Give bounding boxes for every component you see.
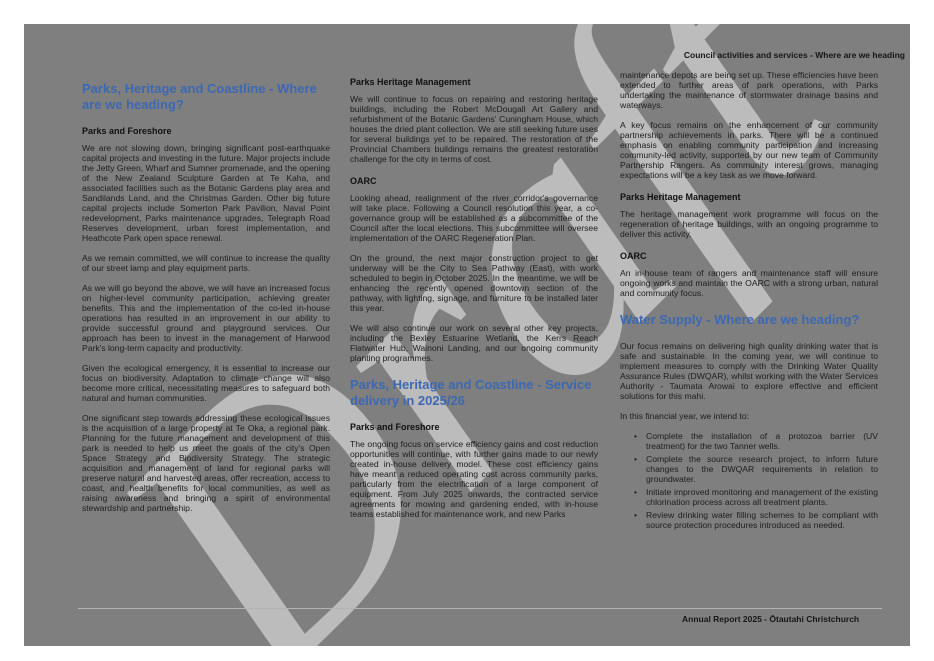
paragraph: An in-house team of rangers and maintena… xyxy=(620,268,878,298)
paragraph: We are not slowing down, bringing signif… xyxy=(82,143,330,243)
paragraph: On the ground, the next major constructi… xyxy=(350,253,598,313)
subheading: Parks Heritage Management xyxy=(350,77,471,87)
subheading: OARC xyxy=(620,251,647,261)
paragraph: In this financial year, we intend to: xyxy=(620,411,749,421)
footer-divider xyxy=(78,608,882,609)
paragraph: As we will go beyond the above, we will … xyxy=(82,283,330,353)
paragraph: One significant step towards addressing … xyxy=(82,413,330,513)
bullet-item: Initiate improved monitoring and managem… xyxy=(634,487,878,507)
paragraph: The heritage management work programme w… xyxy=(620,209,878,239)
column-left: Parks, Heritage and Coastline - Where ar… xyxy=(82,81,330,523)
paragraph: A key focus remains on the enhancement o… xyxy=(620,120,878,180)
section-heading: Parks, Heritage and Coastline - Where ar… xyxy=(82,81,317,112)
bullet-item: Complete the installation of a protozoa … xyxy=(634,431,878,451)
subheading: Parks and Foreshore xyxy=(350,422,440,432)
paragraph: Our focus remains on delivering high qua… xyxy=(620,341,878,401)
paragraph: As we remain committed, we will continue… xyxy=(82,253,330,273)
subheading: Parks and Foreshore xyxy=(82,126,172,136)
subheading: OARC xyxy=(350,176,377,186)
paragraph: The ongoing focus on service efficiency … xyxy=(350,439,598,519)
report-page: Draft Council activities and services - … xyxy=(24,24,910,646)
running-header: Council activities and services - Where … xyxy=(683,50,905,60)
section-heading: Water Supply - Where are we heading? xyxy=(620,312,860,327)
paragraph: We will also continue our work on severa… xyxy=(350,323,598,363)
footer-text: Annual Report 2025 - Ōtautahi Christchur… xyxy=(682,614,860,624)
bullet-list: Complete the installation of a protozoa … xyxy=(620,431,878,530)
column-middle: Parks Heritage Management We will continu… xyxy=(350,77,598,529)
paragraph: We will continue to focus on repairing a… xyxy=(350,94,598,164)
subheading: Parks Heritage Management xyxy=(620,192,741,202)
paragraph: Looking ahead, realignment of the river … xyxy=(350,193,598,243)
column-right: maintenance depots are being set up. The… xyxy=(620,70,878,540)
paragraph: maintenance depots are being set up. The… xyxy=(620,70,878,110)
bullet-item: Complete the source research project, to… xyxy=(634,454,878,484)
section-heading: Parks, Heritage and Coastline - Service … xyxy=(350,377,592,408)
paragraph: Given the ecological emergency, it is es… xyxy=(82,363,330,403)
bullet-item: Review drinking water filling schemes to… xyxy=(634,510,878,530)
